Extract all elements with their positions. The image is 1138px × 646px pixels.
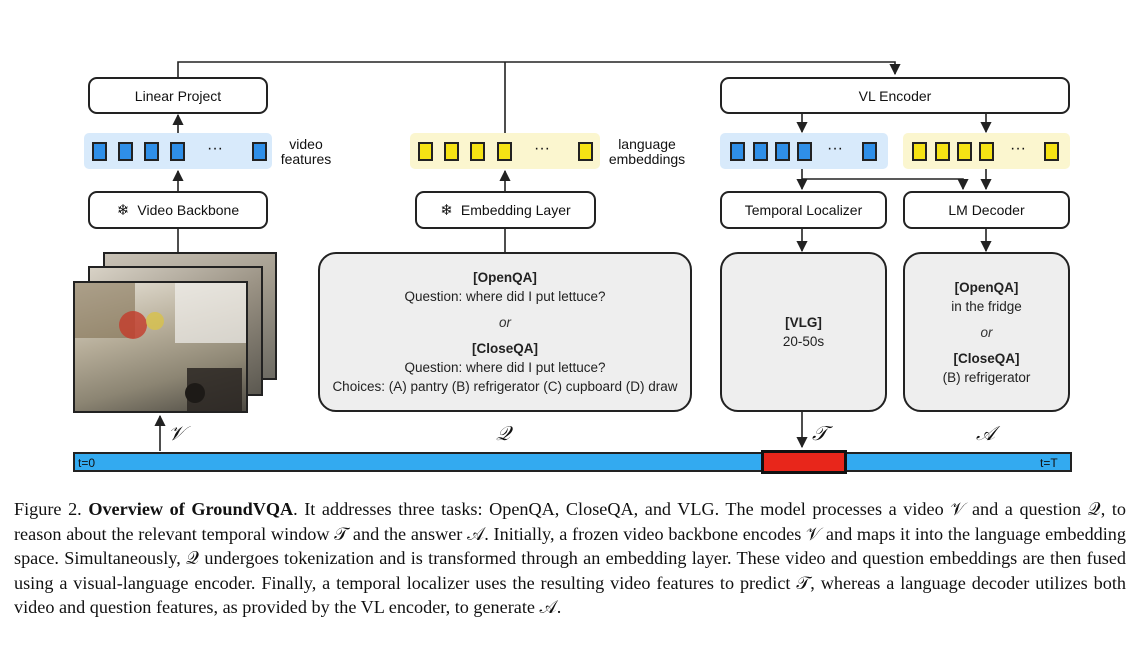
encoded-language-token (979, 142, 994, 161)
snowflake-icon: ❄ (116, 201, 130, 219)
or-separator: or (980, 324, 993, 340)
encoded-video-token (753, 142, 768, 161)
closeqa-tag: [CloseQA] (953, 350, 1020, 366)
language-embeddings-line1: language (618, 136, 676, 152)
video-features-label: video features (278, 137, 334, 167)
encoded-video-token (775, 142, 790, 161)
language-token (497, 142, 512, 161)
language-token (418, 142, 433, 161)
question-symbol: 𝒬 (496, 421, 511, 445)
temporal-window-segment (761, 450, 847, 474)
timeline-bar (73, 452, 1072, 472)
language-embeddings-line2: embeddings (608, 151, 686, 167)
video-features-line2: features (280, 151, 332, 167)
caption-label: Figure 2. (14, 499, 82, 519)
embedding-layer-label: Embedding Layer (460, 202, 571, 218)
openqa-answer: in the fridge (951, 298, 1022, 314)
timeline-end-label: t=T (1040, 456, 1058, 470)
lm-decoder-label: LM Decoder (948, 202, 1025, 218)
closeqa-question: Question: where did I put lettuce? (404, 360, 606, 375)
openqa-tag: [OpenQA] (954, 279, 1019, 295)
window-symbol: 𝒯 (812, 421, 828, 445)
temporal-localizer-label: Temporal Localizer (744, 202, 863, 218)
or-separator: or (498, 315, 511, 330)
openqa-question: Question: where did I put lettuce? (404, 289, 606, 304)
closeqa-tag: [CloseQA] (471, 341, 538, 356)
language-token (444, 142, 459, 161)
encoded-video-token (730, 142, 745, 161)
encoded-language-token (957, 142, 972, 161)
ellipsis: ··· (1010, 140, 1026, 157)
language-token (578, 142, 593, 161)
temporal-localizer-box: Temporal Localizer (720, 191, 887, 229)
encoded-video-token (862, 142, 877, 161)
openqa-tag: [OpenQA] (473, 270, 537, 285)
kitchen-scene-image (75, 283, 246, 411)
answer-output-box: [OpenQA] in the fridge or [CloseQA] (B) … (903, 252, 1070, 412)
vl-encoder-box: VL Encoder (720, 77, 1070, 114)
linear-project-box: Linear Project (88, 77, 268, 114)
language-embeddings-label: language embeddings (604, 137, 690, 167)
video-symbol: 𝒱 (168, 421, 185, 445)
vl-encoder-label: VL Encoder (858, 87, 932, 104)
video-token (252, 142, 267, 161)
question-input-box: [OpenQA] Question: where did I put lettu… (318, 252, 692, 412)
language-token (470, 142, 485, 161)
video-backbone-box: ❄ Video Backbone (88, 191, 268, 229)
snowflake-icon: ❄ (440, 201, 453, 219)
video-frame (73, 281, 248, 413)
caption-title: Overview of GroundVQA (88, 499, 294, 519)
encoded-language-token (912, 142, 927, 161)
video-features-line1: video (289, 136, 323, 152)
vlg-value: 20-50s (782, 334, 825, 349)
lm-decoder-box: LM Decoder (903, 191, 1070, 229)
timeline-start-label: t=0 (78, 456, 96, 470)
vlg-output-box: [VLG] 20-50s (720, 252, 887, 412)
ellipsis: ··· (534, 140, 550, 157)
linear-project-label: Linear Project (134, 87, 222, 104)
closeqa-answer: (B) refrigerator (942, 369, 1031, 385)
encoded-language-token (935, 142, 950, 161)
video-token (170, 142, 185, 161)
ellipsis: ··· (207, 140, 223, 157)
video-token (118, 142, 133, 161)
video-backbone-label: Video Backbone (137, 202, 240, 218)
answer-symbol: 𝒜 (976, 421, 995, 445)
encoded-video-token (797, 142, 812, 161)
ellipsis: ··· (827, 140, 843, 157)
encoded-language-token (1044, 142, 1059, 161)
video-token (144, 142, 159, 161)
vlg-tag: [VLG] (785, 315, 822, 330)
caption-body: . It addresses three tasks: OpenQA, Clos… (14, 499, 1127, 617)
closeqa-choices: Choices: (A) pantry (B) refrigerator (C)… (332, 379, 678, 394)
figure-caption: Figure 2. Overview of GroundVQA. It addr… (14, 497, 1126, 620)
video-token (92, 142, 107, 161)
embedding-layer-box: ❄ Embedding Layer (415, 191, 596, 229)
